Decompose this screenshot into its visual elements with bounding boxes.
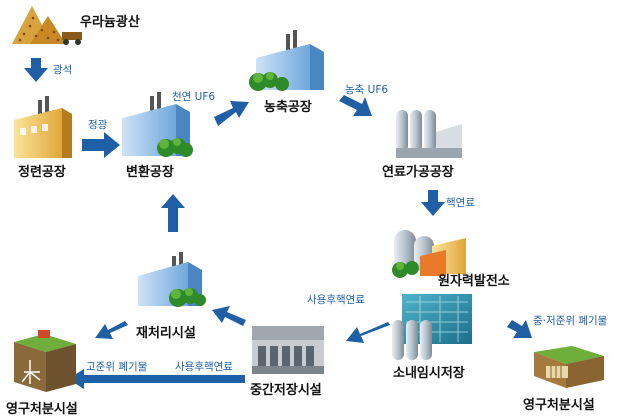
flow-label-high-level-waste: 고준위 폐기물: [86, 360, 148, 373]
flow-label-nuclear-fuel: 핵연료: [446, 197, 475, 209]
arrow-refined: [82, 132, 120, 158]
uranium-mine-icon: [12, 6, 82, 45]
arrow-nuclear-fuel: [421, 190, 445, 216]
enrichment-plant-label: 농축공장: [264, 99, 312, 115]
onsite-storage-label: 소내임시저장: [393, 365, 465, 381]
nuclear-power-plant-label: 원자력발전소: [438, 273, 510, 289]
arrow-enriched-uf6: [339, 95, 372, 116]
flow-label-ore: 광석: [53, 64, 72, 76]
fuel-fabrication-plant-label: 연료가공공장: [382, 164, 454, 180]
low-mid-disposal-label: 영구처분시설: [523, 397, 595, 413]
arrow-spent-fuel-1: [346, 322, 390, 343]
arrow-natural-uf6: [214, 101, 249, 126]
reprocessing-facility-label: 재처리시설: [136, 325, 196, 341]
conversion-plant-label: 변환공장: [126, 164, 174, 180]
arrow-ore: [24, 58, 48, 82]
arrow-reprocessing-to-conversion: [161, 194, 185, 232]
interim-storage-label: 중간저장시설: [250, 382, 322, 398]
flow-label-refined: 정광: [88, 119, 108, 131]
flow-label-enriched-uf6: 농축 UF6: [345, 84, 388, 96]
arrow-high-level-waste-diag: [95, 321, 128, 339]
low-mid-disposal-facility-icon: [534, 346, 604, 388]
refinery-icon: [14, 96, 72, 158]
high-level-disposal-facility-icon: [14, 330, 76, 392]
flow-label-low-mid-waste: 중·저준위 폐기물: [533, 314, 608, 327]
flow-label-natural-uf6: 천연 UF6: [172, 91, 215, 103]
refinery-label: 정련공장: [18, 164, 66, 180]
uranium-mine-label: 우라늄광산: [80, 14, 140, 30]
conversion-plant-icon: [122, 92, 193, 157]
flow-label-spent-fuel-2: 사용후핵연료: [175, 361, 233, 373]
interim-storage-facility-image: [252, 326, 324, 374]
onsite-storage-pool-image: [392, 294, 472, 360]
enrichment-plant-icon: [249, 30, 324, 91]
flow-label-spent-fuel-1: 사용후핵연료: [307, 294, 365, 306]
arrow-spent-fuel-2: [68, 369, 245, 389]
arrow-to-reprocessing: [212, 306, 246, 326]
arrow-low-mid-waste: [507, 320, 532, 338]
nuclear-power-plant-icon: [392, 230, 466, 278]
high-level-disposal-label: 영구처분시설: [6, 401, 78, 417]
reprocessing-facility-icon: [138, 252, 206, 307]
fuel-fabrication-plant-icon: [396, 110, 462, 158]
